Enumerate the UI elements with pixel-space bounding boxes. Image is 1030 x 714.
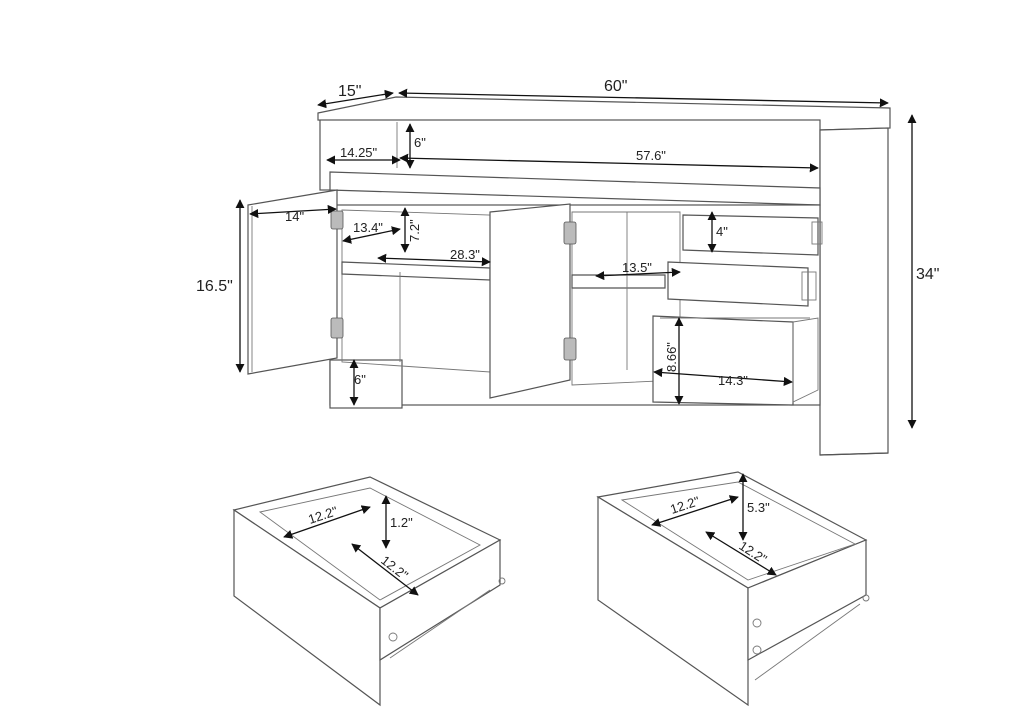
right-side-panel — [819, 127, 889, 456]
large-drawer-detail: 12.2" 5.3" 12.2" — [596, 471, 870, 707]
cabinet-shelf-height-label: 7.2" — [407, 219, 422, 242]
left-leg — [329, 359, 403, 409]
small-drawer-detail: 12.2" 1.2" 12.2" — [232, 476, 506, 707]
small-drawer-height-label: 1.2" — [390, 515, 413, 530]
depth-label: 15" — [338, 83, 361, 100]
middle-inner-shelf — [571, 274, 666, 289]
large-drawer-height-label: 8.66" — [664, 342, 679, 372]
height-label: 34" — [916, 266, 939, 283]
hinge-icon — [563, 337, 577, 361]
hinge-icon — [330, 210, 344, 230]
middle-door — [489, 203, 571, 399]
small-drawer-side — [379, 538, 501, 662]
width-label: 60" — [604, 78, 627, 95]
small-drawer-front — [233, 508, 381, 707]
cabinet-width-label: 28.3" — [450, 247, 480, 262]
drawer-knob-icon — [752, 618, 762, 628]
top-shelf-depth-label: 14.25" — [340, 145, 378, 160]
leg-height-label: 6" — [354, 372, 366, 387]
middle-drawer — [667, 261, 809, 307]
large-drawer-height-label: 5.3" — [747, 500, 770, 515]
door-width-label: 14" — [285, 209, 304, 224]
dimension-annotations: 15" 60" 34" 14.25" 6" 57.6" 14" 16.5" 13… — [196, 78, 939, 429]
hinge-icon — [330, 317, 344, 339]
door-height-label: 16.5" — [196, 278, 233, 295]
large-drawer-front — [597, 495, 749, 707]
cabinet-depth-label: 13.4" — [353, 220, 383, 235]
small-drawer-height-label: 4" — [716, 224, 728, 239]
slide-roller-icon — [498, 577, 506, 585]
drawer-knob-icon — [752, 645, 762, 655]
left-door — [247, 189, 338, 375]
top-shelf-width-label: 57.6" — [636, 148, 666, 163]
top-shelf-height-label: 6" — [414, 135, 426, 150]
slide-roller-icon — [862, 594, 870, 602]
top-drawer — [682, 214, 819, 256]
drawer-depth-label: 14.3" — [718, 373, 748, 388]
right-cabinet-depth-label: 13.5" — [622, 260, 652, 275]
drawer-knob-icon — [388, 632, 398, 642]
hinge-icon — [563, 221, 577, 245]
